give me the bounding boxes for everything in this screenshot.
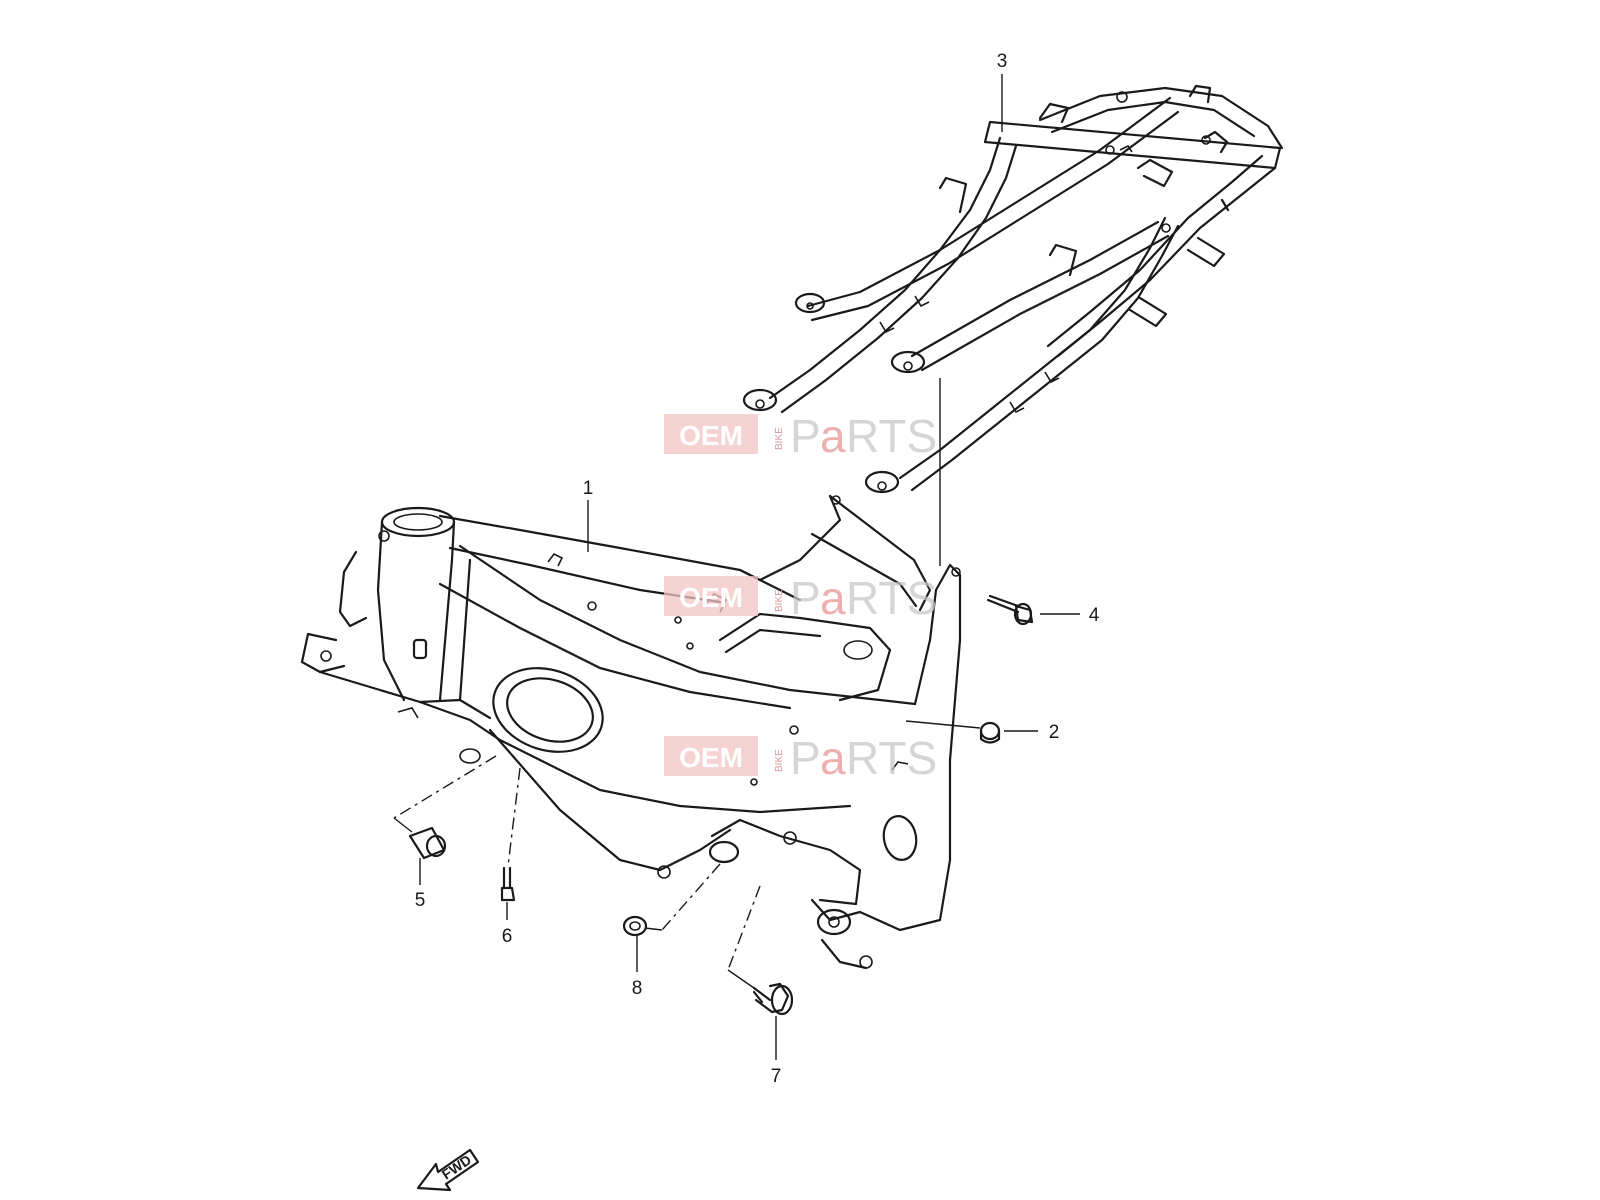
watermark-bottom: OEM BIKE P a RTS: [664, 732, 937, 784]
svg-text:a: a: [820, 572, 846, 624]
svg-text:P: P: [790, 572, 821, 624]
svg-text:RTS: RTS: [846, 732, 937, 784]
bolt-part: [986, 594, 1034, 626]
svg-text:BIKE: BIKE: [774, 427, 785, 450]
pivot-bolt-part: [752, 982, 794, 1016]
svg-text:a: a: [820, 410, 846, 462]
svg-text:a: a: [820, 732, 846, 784]
svg-text:P: P: [790, 732, 821, 784]
watermark-top: OEM BIKE P a RTS: [664, 410, 937, 462]
callout-2: 2: [1049, 722, 1060, 743]
callout-7: 7: [771, 1066, 782, 1087]
callout-8: 8: [632, 978, 643, 999]
svg-text:RTS: RTS: [846, 572, 937, 624]
svg-text:OEM: OEM: [679, 742, 743, 773]
collar-part: [408, 826, 447, 860]
svg-text:RTS: RTS: [846, 410, 937, 462]
screw-part: [500, 866, 516, 902]
main-frame-part: [300, 494, 962, 970]
nut-part: [622, 915, 648, 937]
callout-3: 3: [997, 51, 1008, 72]
svg-text:BIKE: BIKE: [774, 589, 785, 612]
forward-arrow-icon: FWD: [416, 1148, 480, 1192]
watermark-middle: OEM BIKE P a RTS: [664, 572, 937, 624]
leader-lines: [393, 74, 1080, 1060]
callout-1: 1: [583, 478, 594, 499]
callout-labels: 1 2 3 4 5 6 8 7: [415, 51, 1100, 1087]
callout-6: 6: [502, 926, 513, 947]
callout-5: 5: [415, 890, 426, 911]
seat-rail-part: [742, 84, 1284, 494]
svg-text:OEM: OEM: [679, 582, 743, 613]
svg-text:OEM: OEM: [679, 420, 743, 451]
svg-text:BIKE: BIKE: [774, 749, 785, 772]
callout-4: 4: [1089, 605, 1100, 626]
svg-text:P: P: [790, 410, 821, 462]
cap-part: [979, 721, 1001, 744]
